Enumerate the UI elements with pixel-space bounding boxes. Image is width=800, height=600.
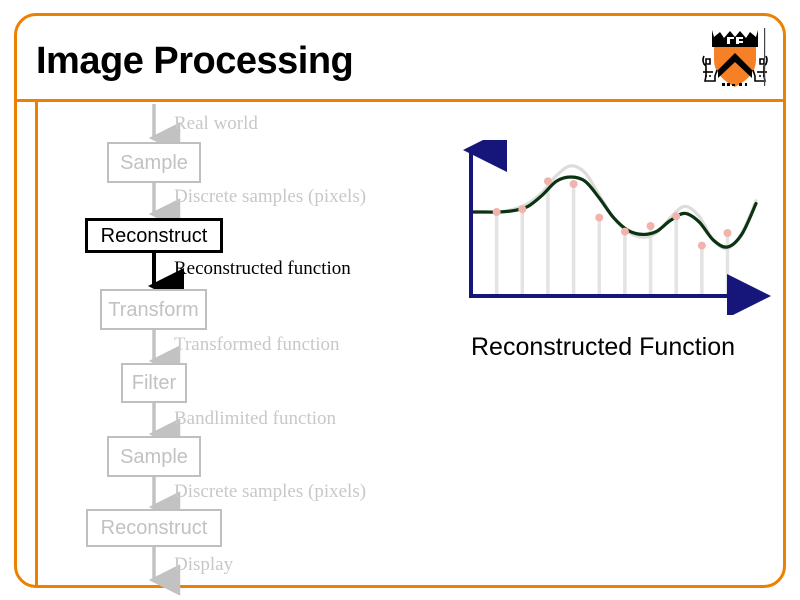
flow-box-sample-1[interactable]: Sample	[107, 142, 201, 183]
flow-label-discrete-samples-2: Discrete samples (pixels)	[174, 481, 367, 502]
sample-point	[595, 213, 604, 222]
flow-label-reconstructed-function: Reconstructed function	[174, 258, 351, 279]
chart-series-line	[469, 164, 758, 251]
reconstructed-function-chart	[455, 128, 775, 318]
sample-point	[569, 180, 578, 188]
image-processing-pipeline: Real world Discrete samples (pixels) Rec…	[85, 104, 367, 596]
sample-point	[543, 177, 552, 186]
flow-box-transform[interactable]: Transform	[100, 289, 207, 330]
princeton-shield-logo	[700, 26, 770, 92]
flow-box-filter[interactable]: Filter	[121, 363, 187, 403]
sample-point	[620, 227, 629, 236]
sample-point	[646, 222, 655, 230]
sample-point	[672, 212, 681, 221]
flow-box-reconstruct-1[interactable]: Reconstruct	[85, 218, 223, 253]
flow-label-discrete-samples-1: Discrete samples (pixels)	[174, 186, 367, 207]
flow-label-real-world: Real world	[174, 113, 258, 134]
flow-label-bandlimited-function: Bandlimited function	[174, 408, 337, 429]
sample-point	[723, 229, 732, 237]
flow-box-reconstruct-2[interactable]: Reconstruct	[86, 509, 222, 547]
sample-point	[492, 208, 501, 216]
chart-caption: Reconstructed Function	[471, 333, 736, 361]
left-margin-rule	[35, 100, 38, 588]
flow-box-sample-2[interactable]: Sample	[107, 436, 201, 477]
page-title: Image Processing	[36, 40, 354, 82]
flow-label-transformed-function: Transformed function	[174, 334, 340, 355]
chart-series-line	[469, 175, 758, 249]
title-separator-rule	[15, 99, 785, 102]
flow-label-display: Display	[174, 554, 234, 575]
chart-svg	[463, 128, 771, 318]
pipeline-arrows	[148, 104, 184, 596]
sample-point	[518, 205, 527, 214]
sample-point	[697, 241, 706, 250]
